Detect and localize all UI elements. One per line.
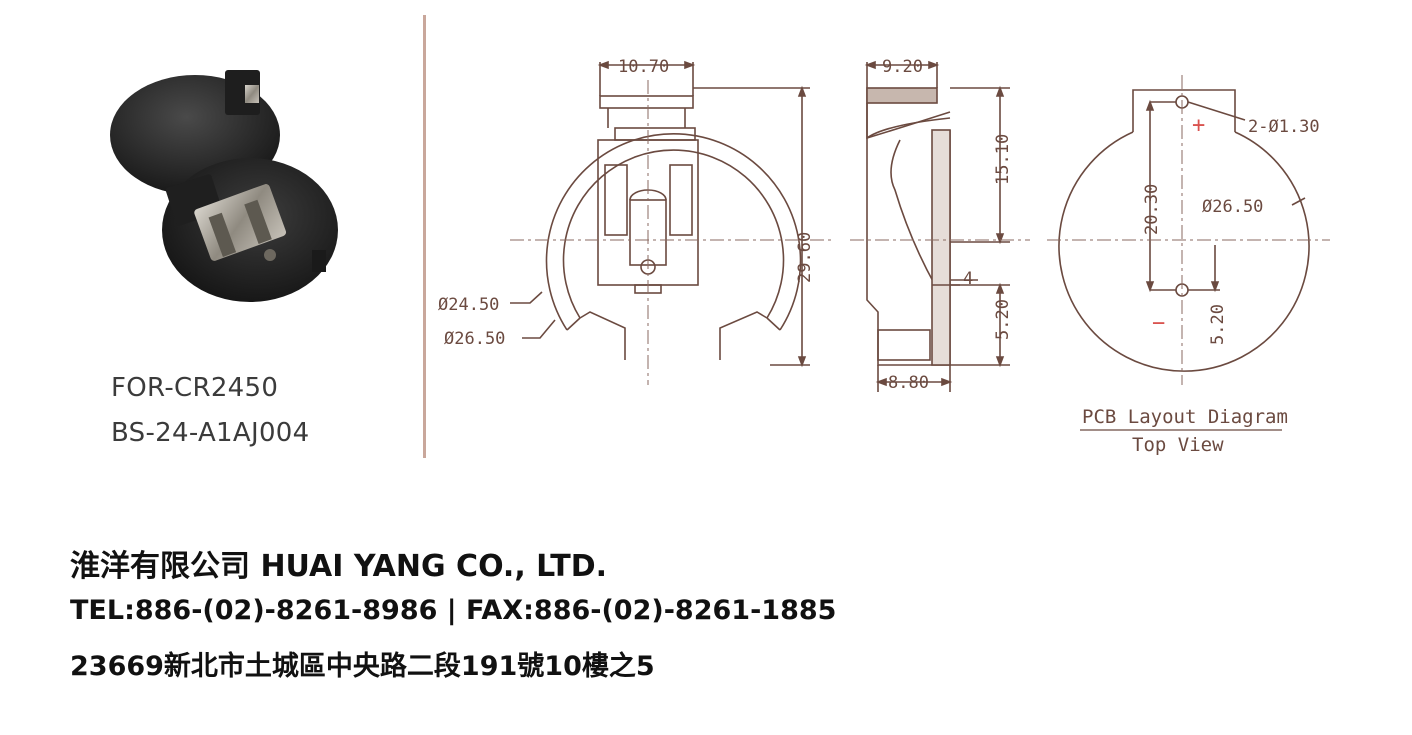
negative-mark: − [1152, 311, 1165, 336]
side-view [866, 62, 1010, 392]
battery-holder-photo [110, 70, 338, 302]
dim-front-width: 10.70 [618, 57, 669, 77]
company-name: 淮洋有限公司 HUAI YANG CO., LTD. [70, 549, 608, 584]
dim-inner-diameter: Ø24.50 [438, 295, 499, 315]
company-tel-fax: TEL:886-(02)-8261-8986 | FAX:886-(02)-82… [70, 595, 837, 626]
part-number-label: BS-24-A1AJ004 [111, 418, 310, 448]
front-view [545, 62, 810, 366]
dim-side-upper: 15.10 [993, 134, 1013, 185]
technical-drawing: 10.70 29.60 Ø24.50 Ø26.50 9.20 15.10 5.2… [438, 57, 1330, 456]
dim-side-top: 9.20 [882, 57, 923, 77]
dim-pcb-offset: 5.20 [1208, 304, 1228, 345]
dim-pcb-diameter: Ø26.50 [1202, 197, 1263, 217]
dim-pcb-pitch: 20.30 [1142, 184, 1162, 235]
company-address: 23669新北市土城區中央路二段191號10樓之5 [70, 651, 655, 682]
dim-side-contact: 4 [963, 269, 973, 289]
pcb-layout-view [1058, 89, 1310, 372]
model-compat-label: FOR-CR2450 [111, 373, 279, 403]
vertical-divider [423, 15, 426, 458]
dim-hole-spec: 2-Ø1.30 [1248, 117, 1320, 137]
dim-outer-diameter: Ø26.50 [444, 329, 505, 349]
dim-front-height: 29.60 [795, 232, 815, 283]
pcb-caption-subtitle: Top View [1132, 434, 1224, 456]
pcb-caption-title: PCB Layout Diagram [1082, 406, 1288, 428]
positive-mark: + [1192, 113, 1205, 138]
dim-side-lower: 5.20 [993, 299, 1013, 340]
dim-side-bottom: 8.80 [888, 373, 929, 393]
